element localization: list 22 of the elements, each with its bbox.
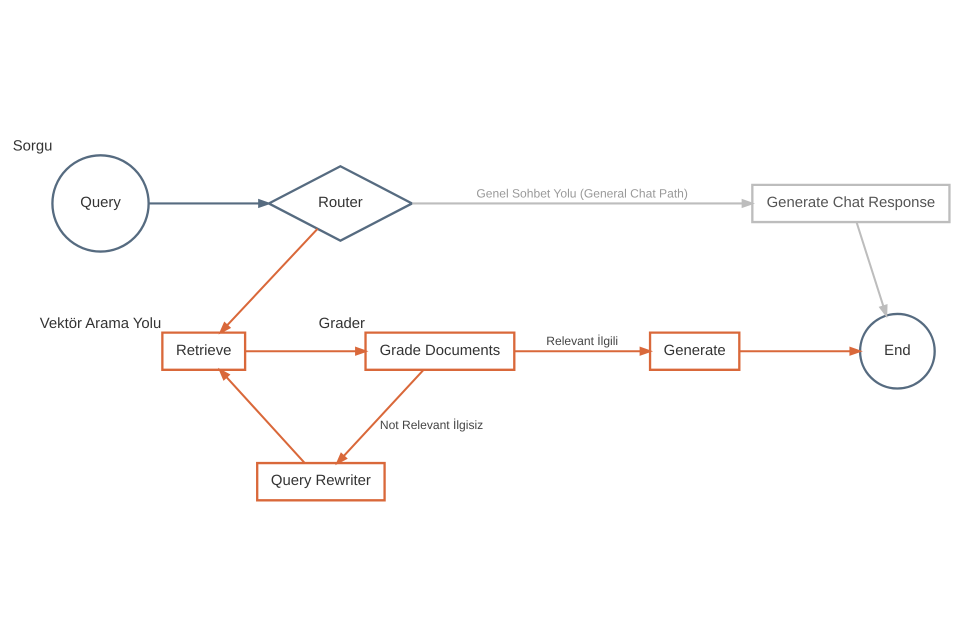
arrow <box>514 346 654 356</box>
node-box: Grade Documents <box>364 330 516 370</box>
arrow <box>856 221 888 318</box>
arrow <box>739 346 863 356</box>
node-label: Sorgu <box>12 138 52 154</box>
edge-label: Genel Sohbet Yolu (General Chat Path) <box>476 186 688 200</box>
node-box: Generate <box>648 330 740 370</box>
arrow <box>245 346 368 356</box>
node-label: Vektör Arama Yolu <box>40 315 162 332</box>
node-circle: Query <box>51 154 150 252</box>
node-circle: End <box>858 312 936 390</box>
node-label: Grader <box>318 315 365 332</box>
node-box: Retrieve <box>161 330 246 370</box>
edge-label: Relevant İlgili <box>546 334 618 348</box>
arrow <box>218 367 306 464</box>
node-box: Generate Chat Response <box>751 183 951 223</box>
edge-label: Not Relevant İlgisiz <box>380 418 484 432</box>
arrow <box>412 198 756 208</box>
arrow <box>335 368 424 465</box>
node-box: Query Rewriter <box>256 461 386 501</box>
arrow <box>218 228 318 334</box>
node-diamond: Router <box>266 164 415 242</box>
